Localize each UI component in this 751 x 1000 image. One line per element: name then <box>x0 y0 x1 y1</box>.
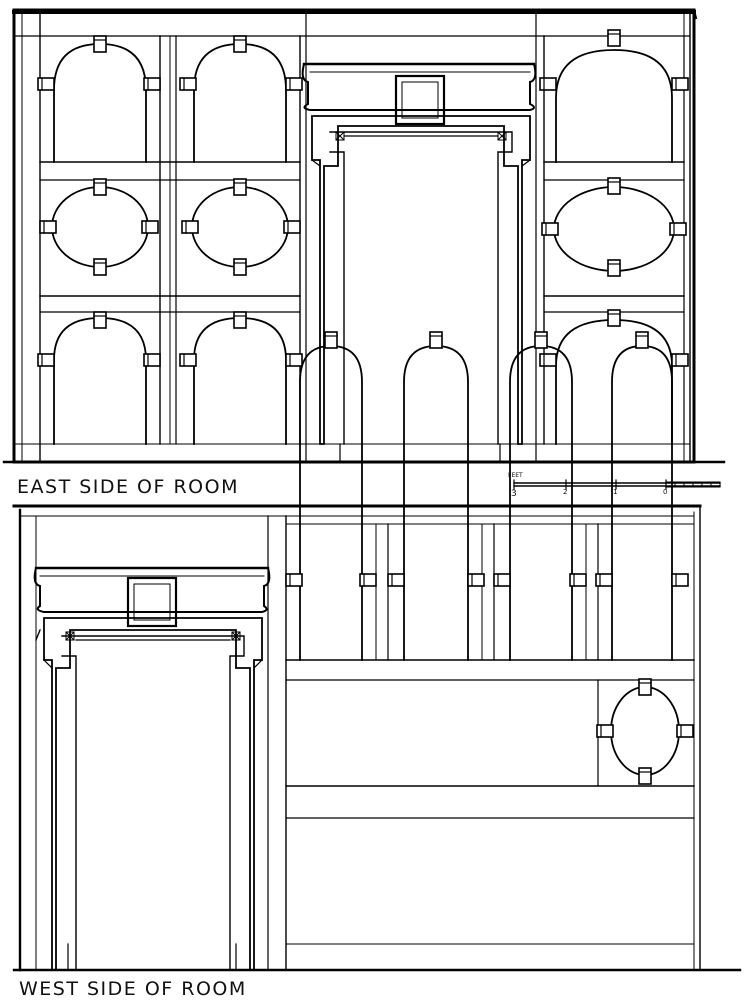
east-side-caption: EAST SIDE OF ROOM <box>17 476 239 498</box>
west-side-caption: WEST SIDE OF ROOM <box>19 978 247 1000</box>
east-elevation <box>2 8 726 464</box>
scale-bar <box>513 479 721 490</box>
scale-tick-label: 3 <box>511 489 517 499</box>
scale-tick-label: 2 <box>563 488 567 496</box>
scale-tick-label: 1 <box>613 488 617 496</box>
west-elevation <box>12 331 742 972</box>
scale-tick-label: 0 <box>663 488 667 496</box>
scale-unit-label: FEET <box>508 472 523 479</box>
